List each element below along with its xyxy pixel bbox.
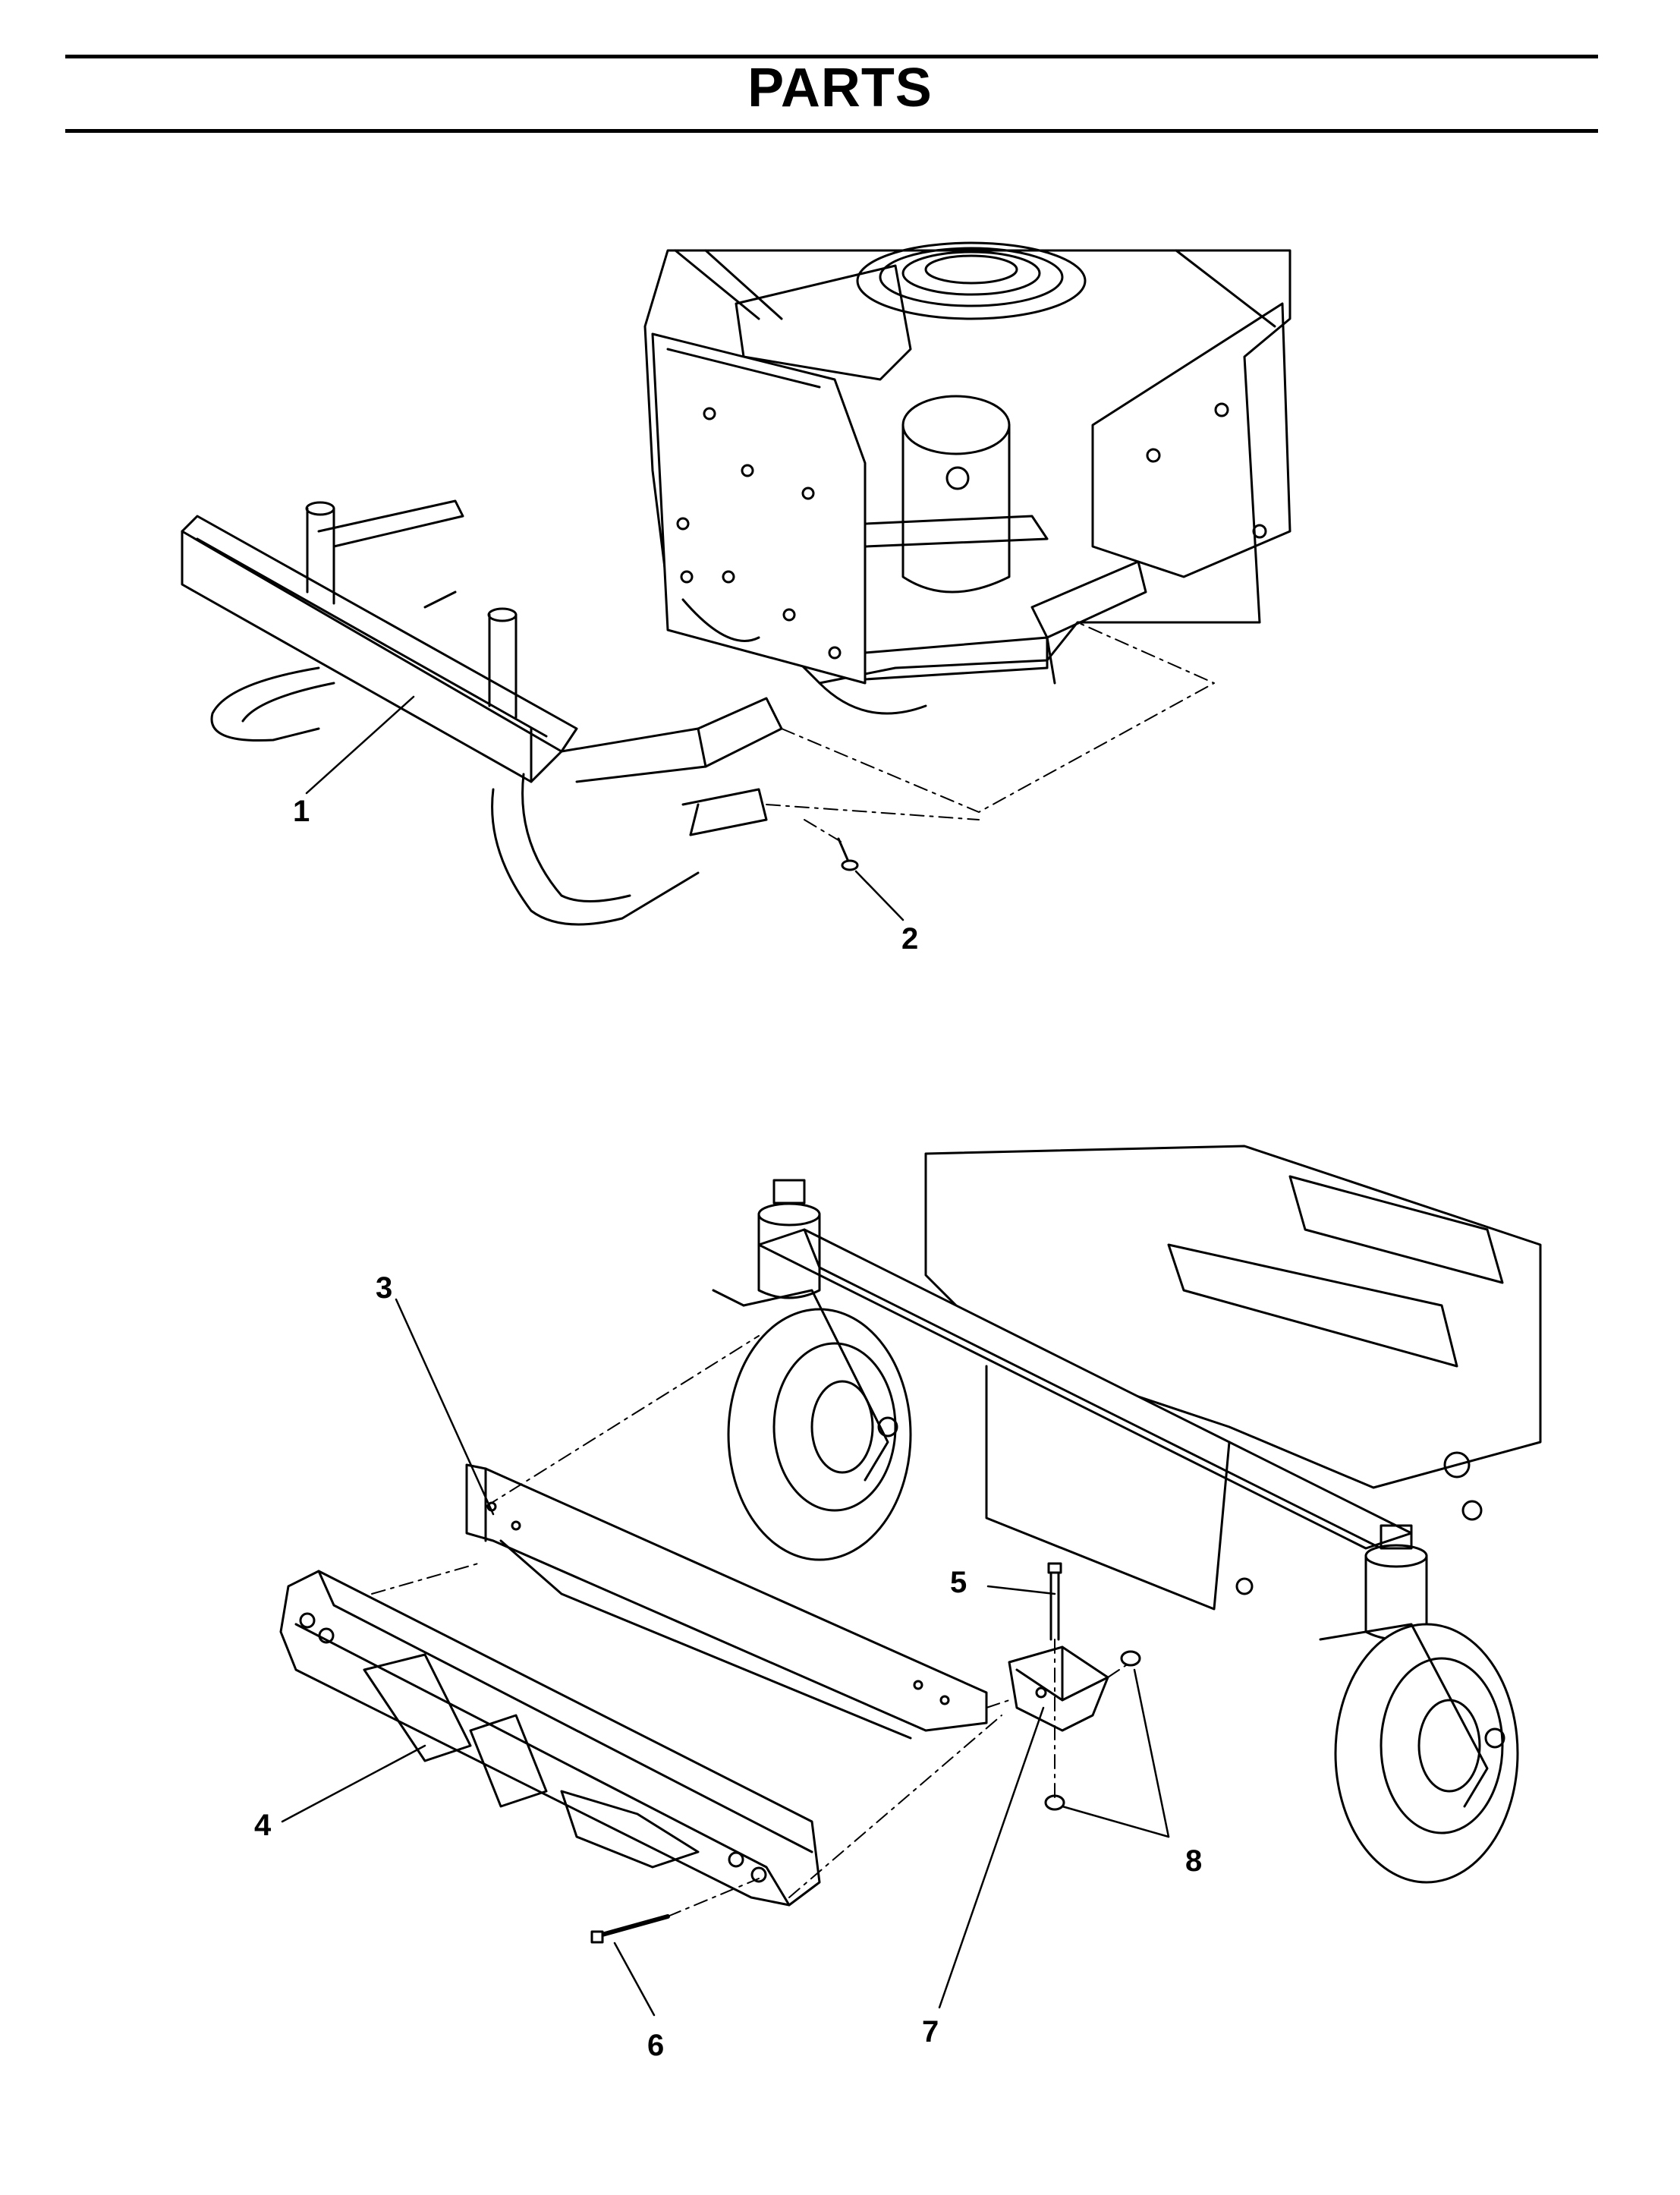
rear-bumper-frame (181, 499, 783, 926)
callout-4: 4 (254, 1809, 272, 1842)
mounting-bar-item-3 (465, 1463, 988, 1740)
header-rule-bottom (65, 129, 1598, 133)
callout-7: 7 (922, 2015, 939, 2049)
page-title: PARTS (747, 58, 933, 118)
bolt-item-5 (1047, 1562, 1062, 1641)
bolt-item-6 (590, 1914, 670, 1944)
leader-lines-bottom (281, 1298, 1170, 2017)
header-rule-top (65, 55, 1598, 58)
front-deck-assembly (712, 1145, 1542, 1884)
callout-6: 6 (647, 2029, 664, 2062)
hitch-bracket-item-7 (1008, 1645, 1109, 1732)
callout-3: 3 (376, 1271, 392, 1305)
assembly-guide-lines-top (766, 622, 1215, 843)
callout-1: 1 (293, 795, 310, 828)
callout-2: 2 (901, 922, 918, 956)
rear-frame-assembly (643, 241, 1291, 715)
callout-5: 5 (950, 1566, 967, 1599)
callout-labels: 1 2 3 4 5 6 7 8 (254, 795, 1202, 2062)
bolt-item-2 (837, 837, 859, 871)
leader-lines-top (305, 695, 904, 921)
assembly-guide-lines-bottom (371, 1335, 1131, 1917)
callout-8: 8 (1185, 1844, 1202, 1878)
front-bumper-item-4 (279, 1570, 821, 1907)
